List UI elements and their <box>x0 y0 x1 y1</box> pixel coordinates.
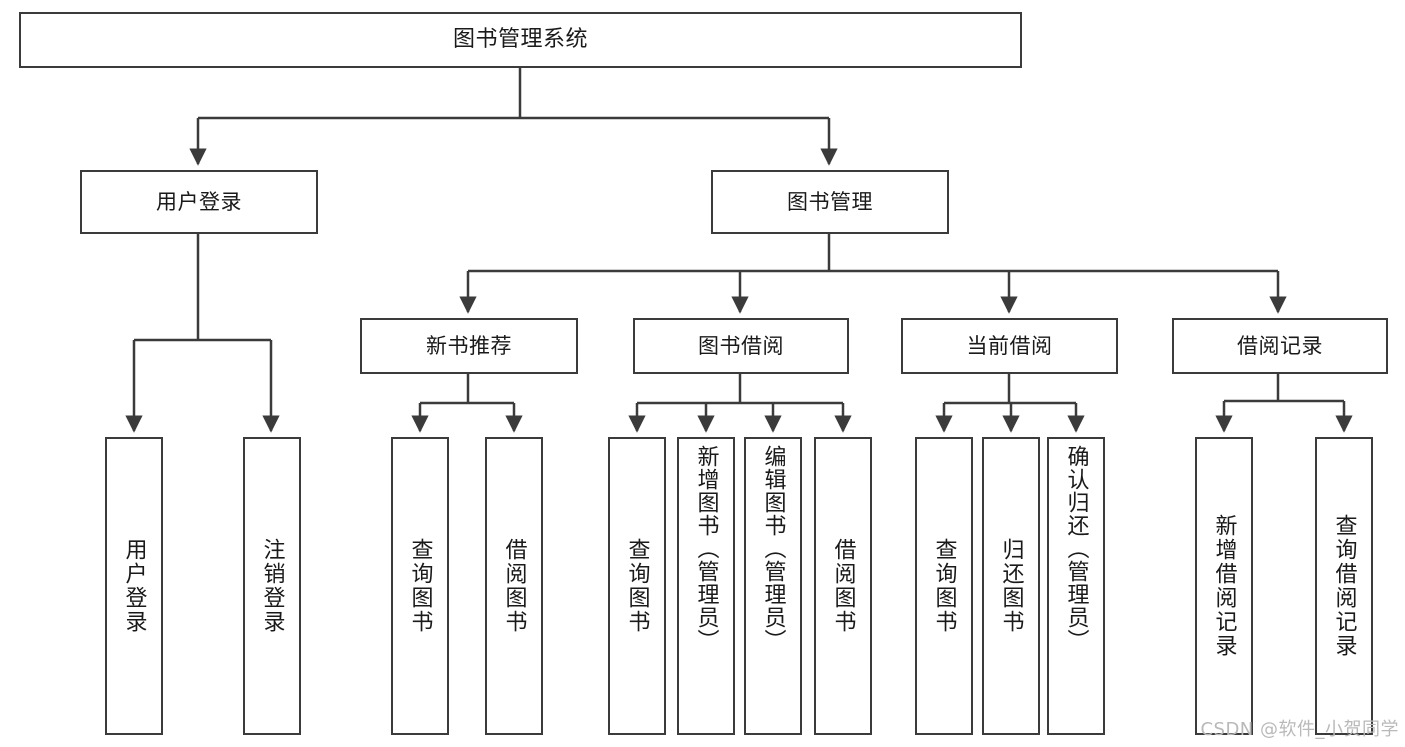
node-new-book-recommend[interactable]: 新书推荐 <box>360 318 578 374</box>
node-user-login[interactable]: 用户登录 <box>80 170 318 234</box>
leaf-add-borrow-record[interactable]: 新增借阅记录 <box>1195 437 1253 735</box>
leaf-user-login[interactable]: 用户登录 <box>105 437 163 735</box>
node-book-management-label: 图书管理 <box>787 189 873 214</box>
leaf-query-book-borrow[interactable]: 查询图书 <box>608 437 666 735</box>
node-borrow-record[interactable]: 借阅记录 <box>1172 318 1388 374</box>
watermark: CSDN @软件_小贺同学 <box>1200 719 1399 740</box>
node-book-management[interactable]: 图书管理 <box>711 170 949 234</box>
leaf-query-borrow-record[interactable]: 查询借阅记录 <box>1315 437 1373 735</box>
leaf-return-book-label: 归还图书 <box>998 538 1024 634</box>
leaf-add-book-admin[interactable]: 新增图书（管理员） <box>677 437 735 735</box>
leaf-logout[interactable]: 注销登录 <box>243 437 301 735</box>
leaf-query-book-current[interactable]: 查询图书 <box>915 437 973 735</box>
node-new-book-recommend-label: 新书推荐 <box>426 333 512 358</box>
leaf-confirm-return-admin[interactable]: 确认归还（管理员） <box>1047 437 1105 735</box>
leaf-borrow-book-newbook-label: 借阅图书 <box>501 538 527 634</box>
leaf-user-login-label: 用户登录 <box>121 538 147 634</box>
node-borrow-record-label: 借阅记录 <box>1237 333 1323 358</box>
leaf-edit-book-admin-label: 编辑图书（管理员） <box>760 445 786 652</box>
leaf-query-book-newbook-label: 查询图书 <box>407 538 433 634</box>
leaf-edit-book-admin[interactable]: 编辑图书（管理员） <box>744 437 802 735</box>
leaf-add-borrow-record-label: 新增借阅记录 <box>1211 514 1237 658</box>
node-root-label: 图书管理系统 <box>452 27 588 53</box>
node-user-login-label: 用户登录 <box>156 189 242 214</box>
leaf-add-book-admin-label: 新增图书（管理员） <box>693 445 719 652</box>
leaf-return-book[interactable]: 归还图书 <box>982 437 1040 735</box>
leaf-query-book-borrow-label: 查询图书 <box>624 538 650 634</box>
leaf-query-book-current-label: 查询图书 <box>931 538 957 634</box>
leaf-confirm-return-admin-label: 确认归还（管理员） <box>1063 445 1089 652</box>
leaf-borrow-book-newbook[interactable]: 借阅图书 <box>485 437 543 735</box>
leaf-query-borrow-record-label: 查询借阅记录 <box>1331 514 1357 658</box>
node-book-borrow-label: 图书借阅 <box>698 333 784 358</box>
node-root[interactable]: 图书管理系统 <box>19 12 1022 68</box>
leaf-logout-label: 注销登录 <box>259 538 285 634</box>
node-book-borrow[interactable]: 图书借阅 <box>633 318 849 374</box>
leaf-query-book-newbook[interactable]: 查询图书 <box>391 437 449 735</box>
leaf-borrow-book[interactable]: 借阅图书 <box>814 437 872 735</box>
node-current-borrow-label: 当前借阅 <box>966 333 1053 358</box>
node-current-borrow[interactable]: 当前借阅 <box>901 318 1118 374</box>
leaf-borrow-book-label: 借阅图书 <box>830 538 856 634</box>
